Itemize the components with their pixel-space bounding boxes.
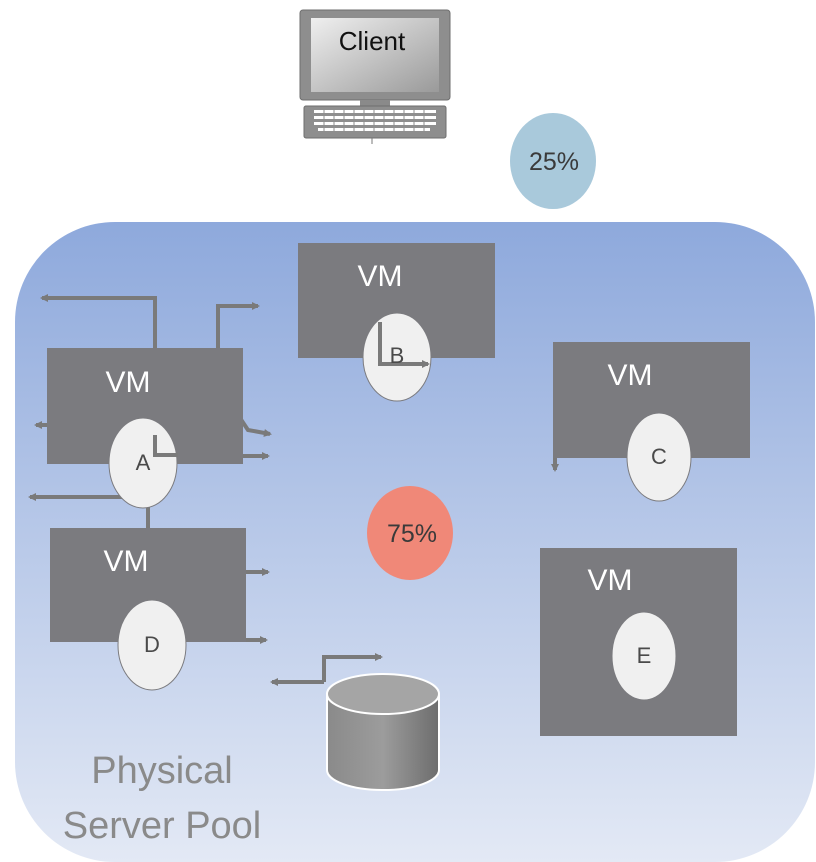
vm-c-label: VM — [608, 359, 653, 392]
vm-c — [553, 342, 750, 502]
vm-b — [298, 243, 495, 402]
database-icon — [326, 673, 440, 791]
vm-b-label: VM — [358, 260, 403, 293]
node-e-label: E — [637, 643, 652, 668]
node-d-label: D — [144, 632, 160, 657]
client-share-text: 25% — [529, 148, 579, 176]
node-c-label: C — [651, 444, 667, 469]
vm-e — [540, 548, 737, 736]
node-d — [117, 599, 187, 691]
node-c — [626, 412, 692, 502]
node-e — [611, 611, 677, 701]
vm-d — [50, 528, 246, 691]
pool-label-line2: Server Pool — [63, 805, 262, 847]
client-label: Client — [339, 26, 406, 56]
vm-a — [47, 348, 243, 509]
node-a-label: A — [136, 450, 151, 475]
pool-share-text: 75% — [387, 520, 437, 548]
client-share-badge — [510, 113, 596, 209]
client-computer-icon — [299, 9, 451, 144]
vm-a-label: VM — [106, 366, 151, 399]
pool-label-line1: Physical — [91, 750, 233, 792]
pool-share-badge — [367, 486, 453, 580]
vm-d-label: VM — [104, 545, 149, 578]
vm-e-label: VM — [588, 564, 633, 597]
node-a — [108, 417, 178, 509]
node-b-label: B — [390, 343, 405, 368]
